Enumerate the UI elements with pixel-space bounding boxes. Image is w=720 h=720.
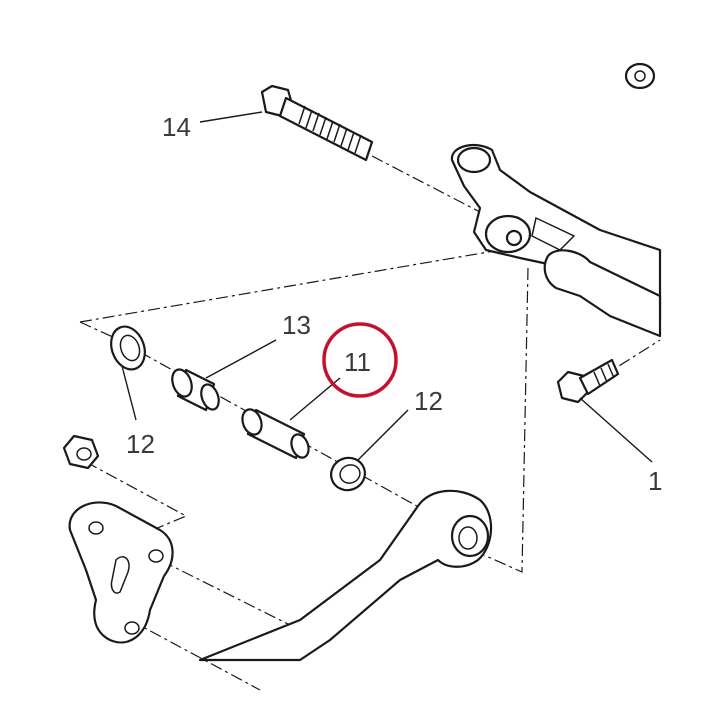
bushing-axis <box>139 351 461 531</box>
nut-hole <box>76 447 92 461</box>
callout-labels: 14 13 11 12 12 1 <box>126 112 662 496</box>
nut[interactable] <box>62 434 100 470</box>
bolt-14-threads <box>298 105 362 154</box>
callout-1: 1 <box>648 466 662 496</box>
washer-12-right[interactable] <box>327 453 370 495</box>
callout-12-left: 12 <box>126 429 155 459</box>
frame-pivot-hole <box>505 229 523 247</box>
upper-frame-arm <box>450 62 662 338</box>
bushing-11-end <box>241 408 263 436</box>
callout-14: 14 <box>162 112 191 142</box>
linkage-eye <box>450 514 490 558</box>
callout-11: 11 <box>344 347 371 377</box>
frame-top-lug-hole <box>634 70 646 82</box>
leader-1 <box>579 397 653 463</box>
frame-lower-link <box>543 249 662 338</box>
linkage-eye-hole <box>458 526 478 550</box>
leader-lines <box>121 111 653 463</box>
washer-12-right-outer <box>330 456 366 492</box>
frame-upper-axis <box>79 249 501 323</box>
mounting-plate <box>68 501 174 644</box>
callout-12-right: 12 <box>414 386 443 416</box>
linkage-body <box>198 489 493 662</box>
linkage-vertical-axis <box>467 267 529 573</box>
bushing-13[interactable] <box>169 367 222 412</box>
washer-12-right-inner <box>339 464 361 484</box>
leader-11 <box>289 377 341 421</box>
lower-linkage-arm <box>198 489 493 662</box>
callout-13: 13 <box>282 310 311 340</box>
bolt-1[interactable] <box>556 358 620 404</box>
washer-12-left-outer <box>110 325 146 371</box>
plate-hole-1 <box>88 521 104 535</box>
bushing-13-end <box>171 368 193 398</box>
bolt-14[interactable] <box>260 84 374 162</box>
leader-14 <box>199 111 263 123</box>
frame-top-lug <box>624 62 656 90</box>
bolt-1-shank <box>578 358 620 396</box>
plate-hole-3 <box>124 621 140 635</box>
bushing-11[interactable] <box>239 407 312 460</box>
highlight-circle <box>322 322 398 398</box>
bolt-14-axis <box>371 155 481 213</box>
leader-13 <box>205 339 277 379</box>
bushing-11-face <box>290 433 310 459</box>
bushing-13-face <box>200 383 220 411</box>
frame-web <box>531 216 576 251</box>
bolt-14-shank <box>278 96 374 162</box>
plate-hole-2 <box>148 549 164 563</box>
washer-12-left[interactable] <box>105 322 150 374</box>
washer-12-left-inner <box>119 334 141 362</box>
nut-body <box>62 434 100 470</box>
leader-12-right <box>357 409 409 461</box>
plate-axis-2 <box>129 619 261 691</box>
leader-12-left <box>121 365 137 421</box>
plate-slot <box>110 556 130 594</box>
frame-left-axis <box>79 321 129 345</box>
plate-body <box>68 501 174 644</box>
frame-upper-eye <box>456 146 492 174</box>
